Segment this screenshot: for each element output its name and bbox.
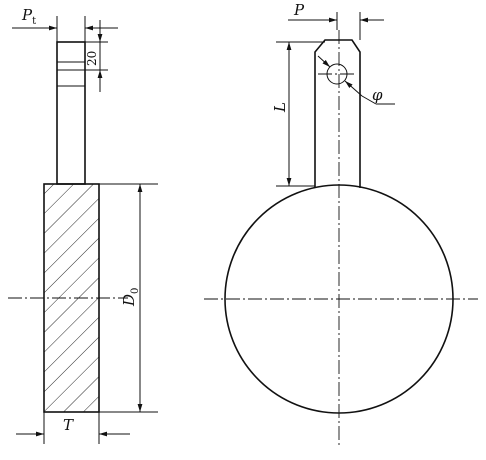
phi-label: φ — [372, 86, 383, 104]
d0-label: D0 — [120, 288, 141, 307]
front-view: φ P L — [204, 1, 478, 448]
t-label: T — [63, 416, 74, 434]
phi-arrow-2 — [344, 80, 363, 97]
side-view: Pt 20 D0 T — [8, 6, 158, 444]
phi-leader — [361, 95, 377, 105]
p-label: P — [293, 1, 305, 19]
phi-arrow-1 — [317, 55, 331, 68]
dim20-label: 20 — [85, 51, 99, 66]
pt-label: Pt — [21, 6, 36, 27]
l-label: L — [271, 102, 289, 113]
side-handle — [56, 41, 86, 185]
front-handle — [314, 39, 361, 188]
